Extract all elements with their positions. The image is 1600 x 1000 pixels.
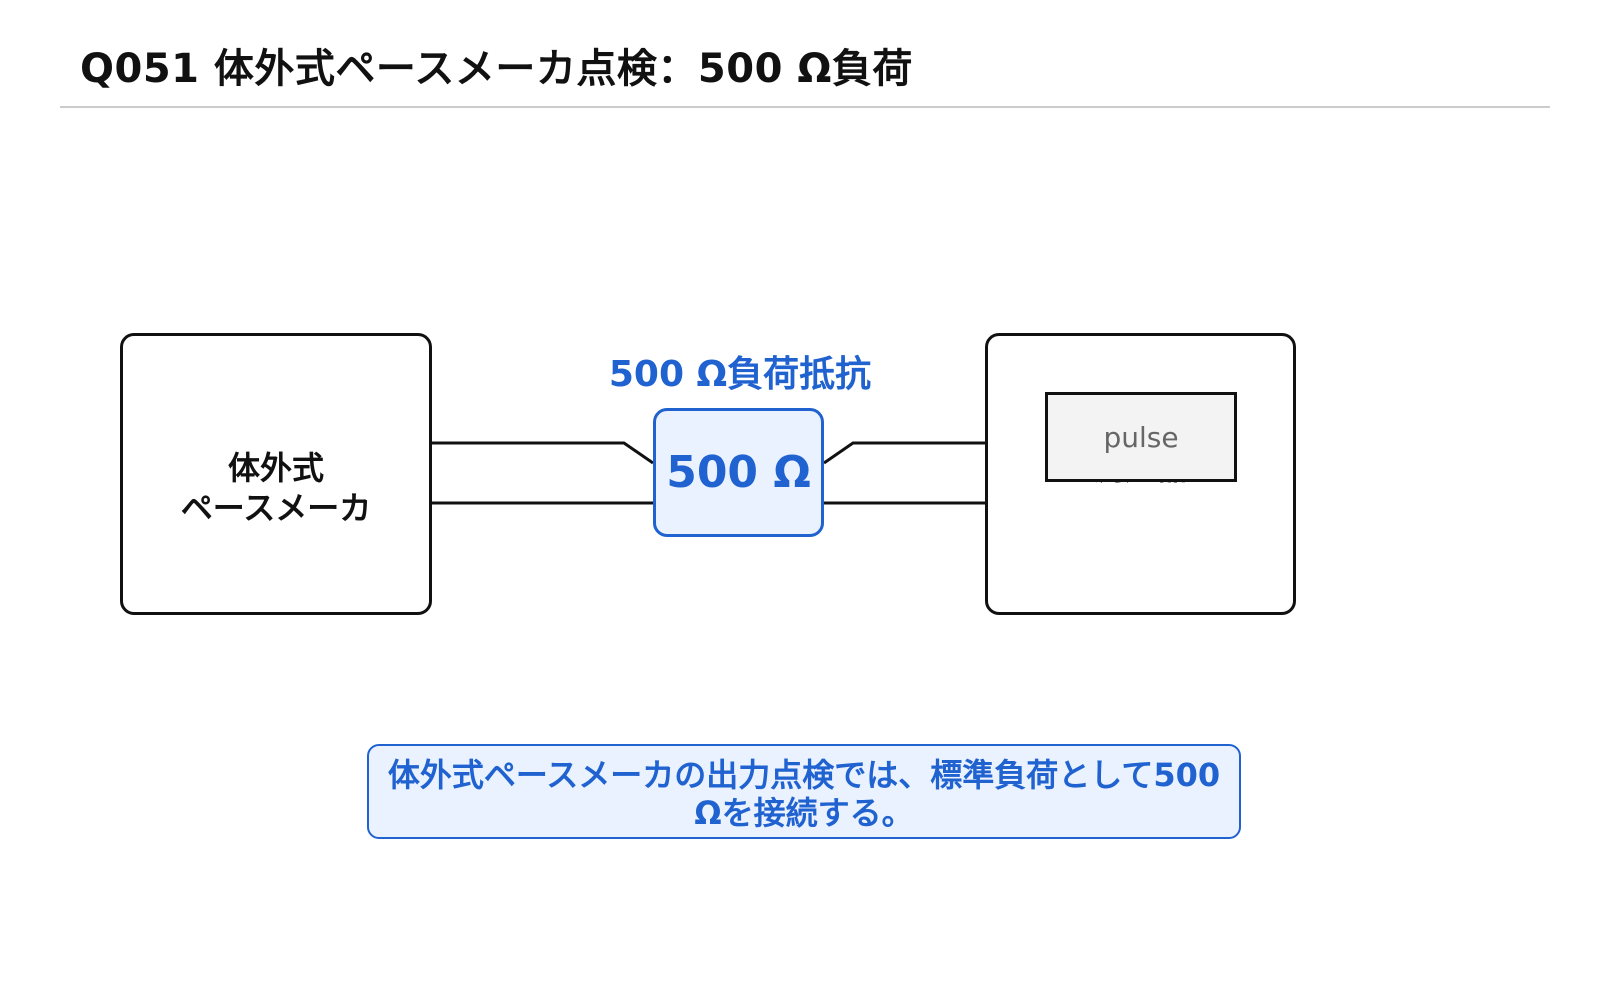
pacemaker-label: 体外式 ペースメーカ <box>123 448 429 528</box>
upper-wire-right <box>823 441 985 465</box>
explanation-note: 体外式ペースメーカの出力点検では、標準負荷として500 Ωを接続する。 <box>367 744 1241 839</box>
resistor-caption: 500 Ω負荷抵抗 <box>608 354 872 395</box>
resistor-box: 500 Ω <box>653 408 824 537</box>
page-title: Q051 体外式ペースメーカ点検：500 Ω負荷 <box>80 46 913 92</box>
pacemaker-label-line2: ペースメーカ <box>180 489 372 527</box>
upper-wire-left <box>432 441 654 465</box>
pacemaker-box: 体外式 ペースメーカ <box>120 333 432 615</box>
pacemaker-label-line1: 体外式 <box>227 449 324 487</box>
title-divider <box>60 106 1550 108</box>
pulse-overlay: pulse <box>1045 392 1237 482</box>
